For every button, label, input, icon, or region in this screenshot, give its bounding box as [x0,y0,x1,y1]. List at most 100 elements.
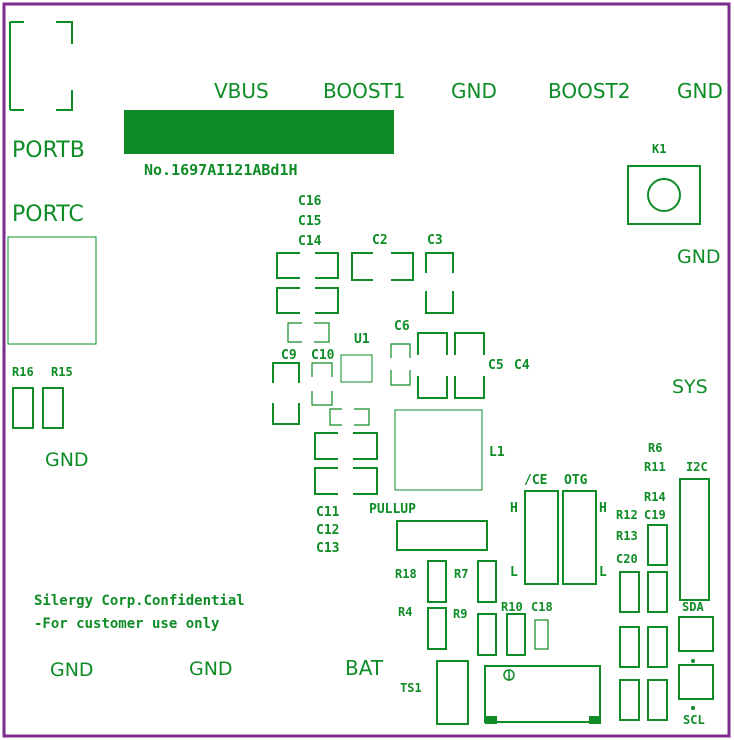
pin-label-boost1: BOOST1 [323,79,406,103]
footprint-c10 [311,362,333,406]
label-l1: L1 [489,445,505,460]
footprint-r16 [12,387,34,429]
label-ce-h: H [510,501,518,516]
footprint-r9 [477,613,497,656]
confidential-line-1: Silergy Corp.Confidential [34,593,245,609]
footprint-r15 [42,387,64,429]
label-r10: R10 [501,600,523,614]
footprint-k1 [627,165,701,225]
footprint-r14 [647,626,668,668]
pin-label-gnd-top: GND [451,79,497,103]
label-sda: SDA [682,600,704,614]
footprint-c2 [351,252,414,281]
footprint-pullup [396,520,488,551]
footprint-c19 [647,524,668,566]
footprint-r4 [427,607,447,650]
label-u1: U1 [354,332,370,347]
pin-label-gnd-bottom: GND [189,658,233,680]
pin-label-vbus: VBUS [214,79,269,103]
label-pullup: PULLUP [369,502,416,517]
footprint-ts1 [436,660,469,725]
pin-label-gnd-bottom-left: GND [50,659,94,681]
label-otg: OTG [564,473,588,488]
label-c3: C3 [427,233,443,248]
footprint-c15 [276,287,339,314]
label-i2c: I2C [686,460,708,474]
label-c14: C14 [298,234,322,249]
footprint-c6 [390,343,411,386]
label-ce-l: L [510,565,518,580]
label-r6: R6 [648,441,662,455]
scl-dot [691,706,695,710]
footprint-r6 [647,679,668,721]
footprint-c13 [329,408,370,426]
footprint-l1 [394,409,483,491]
part-number-pad [124,110,394,154]
footprint-c9 [272,362,300,425]
pin-label-bat: BAT [345,656,384,680]
label-c10: C10 [311,348,335,363]
footprint-r7 [477,560,497,603]
label-r13: R13 [616,529,638,543]
pin-label-gnd-left: GND [45,449,89,471]
footprint-ce-switch [524,490,559,585]
pin-label-gnd-top-right: GND [677,79,723,103]
label-scl: SCL [683,713,705,727]
pin-label-gnd-right: GND [677,246,721,268]
label-c15: C15 [298,214,321,229]
port-label-portc: PORTC [12,202,84,227]
label-c6: C6 [394,319,410,334]
label-c12: C12 [316,523,339,538]
label-otg-h: H [599,501,607,516]
label-c16: C16 [298,194,322,209]
footprint-c16 [287,322,330,343]
footprint-otg-switch [562,490,597,585]
label-c11: C11 [316,505,340,520]
footprint-c3 [425,252,454,314]
label-otg-l: L [599,565,607,580]
label-c5: C5 [488,358,504,373]
label-ts1: TS1 [400,681,422,695]
footprint-u1 [340,354,373,383]
label-r12: R12 [616,508,638,522]
button-k1 [647,178,681,212]
label-r9: R9 [453,607,467,621]
pin-label-sys: SYS [672,376,708,398]
label-c13: C13 [316,541,339,556]
label-r11: R11 [644,460,666,474]
confidential-line-2: -For customer use only [34,616,220,632]
label-r18: R18 [395,567,417,581]
label-c19: C19 [644,508,666,522]
footprint-r10 [506,613,526,656]
footprint-c20 [619,571,640,613]
battery-connector [484,665,601,724]
pad-sda [678,616,714,652]
label-ce: /CE [524,473,547,488]
footprint-c12 [314,432,378,460]
part-number-label: No.1697AI121ABd1H [144,161,298,179]
pad-scl [678,664,714,700]
footprint-r13 [647,571,668,613]
label-r4: R4 [398,605,412,619]
footprint-i2c-header [679,478,710,601]
label-c20: C20 [616,552,638,566]
label-c2: C2 [372,233,388,248]
port-label-portb: PORTB [12,138,85,163]
label-c4: C4 [514,358,530,373]
portc-connector-outline [7,236,97,345]
label-k1: K1 [652,142,666,156]
footprint-c14 [276,252,339,279]
label-r15: R15 [51,365,73,379]
top-left-connector-outline [9,21,73,111]
label-c18: C18 [531,600,553,614]
footprint-c4 [454,332,485,399]
footprint-r12 [619,626,640,668]
footprint-c11 [314,467,378,495]
label-r7: R7 [454,567,468,581]
label-c9: C9 [281,348,297,363]
footprint-c5 [417,332,448,399]
footprint-r18 [427,560,447,603]
